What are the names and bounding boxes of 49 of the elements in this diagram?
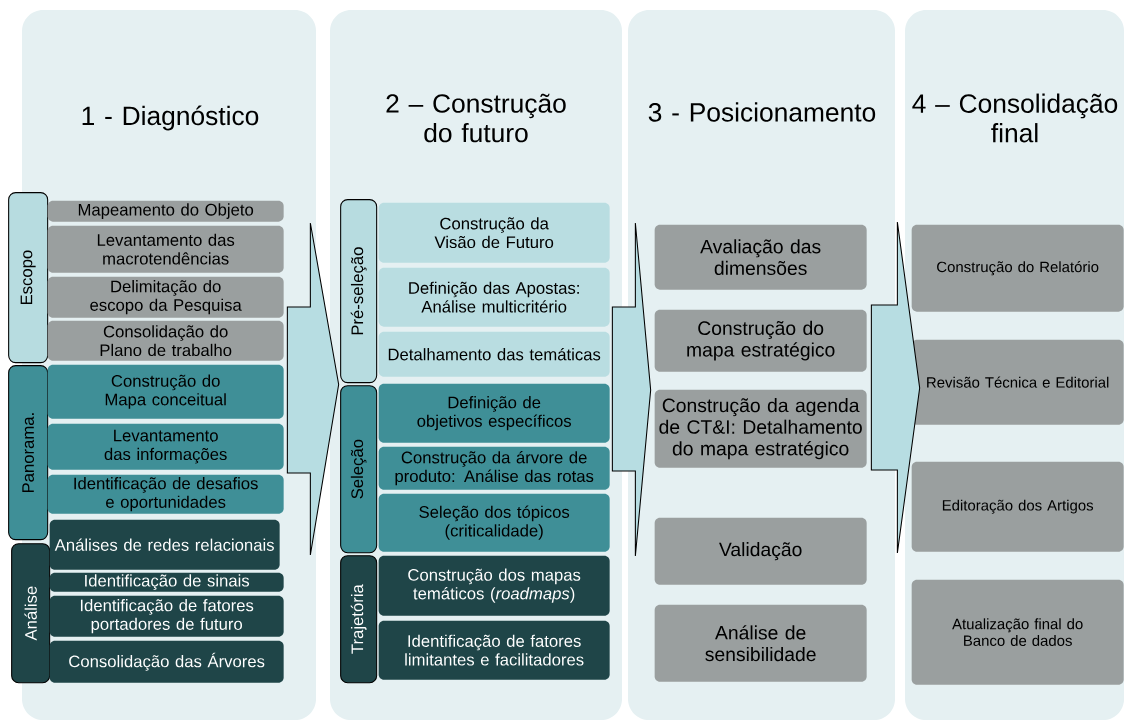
block-arrow: [870, 221, 921, 554]
task-box: Revisão Técnica e Editorial: [911, 339, 1124, 425]
task-box: Identificação de desafios e oportunidades: [47, 474, 284, 514]
node-label: Seleção dos tópicos (criticalidade): [419, 505, 570, 540]
node-label: Construção da árvore de produto: Análise das rotas: [395, 450, 594, 486]
task-box: Identificação de fatores limitantes e facilitadores: [378, 620, 610, 680]
task-box: Construção da Visão de Futuro: [378, 202, 610, 263]
task-box: Construção do Mapa conceitual: [47, 364, 284, 419]
task-box: Validação: [654, 517, 867, 585]
task-box: Levantamento das informações: [47, 423, 284, 470]
node-label: Construção da Visão de Futuro: [434, 217, 554, 249]
task-box: Consolidação do Plano de trabalho: [47, 320, 284, 361]
group-tab: Pré-seleção: [340, 199, 378, 384]
task-box: Construção dos mapas temáticos (roadmaps): [378, 555, 610, 616]
node-label: Identificação de fatores portadores de futuro: [80, 599, 254, 634]
task-box: Editoração dos Artigos: [911, 461, 1124, 552]
group-tab: Seleção: [340, 385, 378, 554]
block-arrow: [286, 222, 340, 556]
node-label: Identificação de fatores limitantes e facilitadores: [405, 634, 584, 666]
task-box: Definição de objetivos específicos: [378, 383, 610, 443]
group-tab: Escopo: [8, 192, 49, 364]
task-box: Construção do mapa estratégico: [654, 309, 867, 372]
task-box: Detalhamento das temáticas: [378, 331, 610, 377]
task-box: Definição das Apostas: Análise multicritério: [378, 267, 610, 327]
task-box: Análise de sensibilidade: [654, 604, 867, 682]
task-box: Identificação de fatores portadores de futuro: [49, 595, 284, 637]
group-tab: Trajetória: [340, 555, 378, 684]
task-box: Construção da árvore de produto: Análise das rotas: [378, 446, 610, 490]
node-label: Identificação de sinais: [85, 574, 250, 590]
node-label: Definição das Apostas: Análise multicritério: [409, 281, 579, 313]
task-box: Análises de redes relacionais: [49, 519, 280, 570]
task-box: Avaliação das dimensões: [654, 224, 867, 290]
task-box: Consolidação das Árvores: [49, 640, 284, 683]
task-box: Atualização final do Banco de dados: [911, 579, 1124, 685]
task-box: Construção do Relatório: [911, 224, 1124, 312]
node-label: Definição de objetivos específicos: [417, 396, 572, 431]
task-box: Seleção dos tópicos (criticalidade): [378, 493, 610, 552]
task-box: Levantamento das macrotendências: [47, 225, 284, 273]
node-label: Levantamento das informações: [104, 429, 227, 464]
task-box: Delimitação do escopo da Pesquisa: [47, 276, 284, 318]
node-label: Detalhamento das temáticas: [388, 347, 601, 361]
task-box: Construção da agenda de CT&I: Detalhamento do mapa estratégico: [654, 389, 867, 468]
group-tab: Panorama.: [8, 365, 49, 541]
group-tab: Análise: [11, 543, 51, 684]
node-label: Construção do Mapa conceitual: [105, 374, 226, 409]
node-label: Construção dos mapas temáticos (roadmaps): [408, 568, 581, 603]
block-arrow: [611, 222, 652, 557]
node-label: Consolidação das Árvores: [69, 652, 265, 671]
node-label: Identificação de desafios e oportunidades: [74, 477, 258, 512]
